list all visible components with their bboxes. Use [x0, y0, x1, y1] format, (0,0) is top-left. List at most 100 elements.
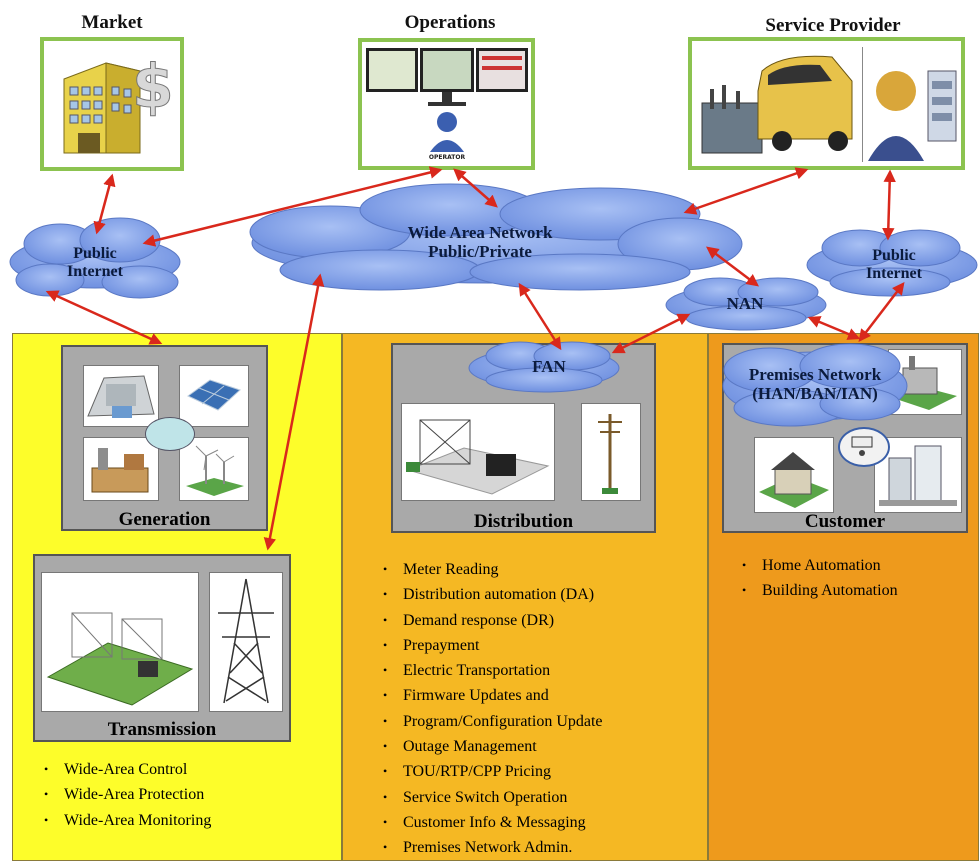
transmission-box: Transmission [33, 554, 291, 742]
bullet-dot: • [383, 637, 388, 652]
arrow-wan-fan [518, 282, 562, 351]
list-item-text: Premises Network Admin. [403, 839, 573, 857]
list-item: • Premises Network Admin. [383, 835, 603, 860]
bullet-dot: • [44, 762, 49, 776]
list-item: • Home Automation [742, 553, 898, 578]
list-item-text: Distribution automation (DA) [403, 586, 595, 604]
list-item-text: Firmware Updates and [403, 687, 549, 705]
arrow-public-internet-generation [45, 290, 163, 345]
bullet-dot: • [383, 713, 388, 728]
bullet-dot: • [383, 562, 388, 576]
list-item: • Demand response (DR) [383, 608, 603, 633]
generation-label: Generation [118, 509, 211, 530]
bullet-dot: • [742, 583, 747, 598]
bullet-dot: • [44, 812, 49, 827]
list-item-text: Customer Info & Messaging [403, 813, 586, 831]
bullet-dot: • [44, 787, 49, 802]
premises-network-cloud [722, 343, 908, 427]
substation-icon [41, 572, 199, 712]
arrow-market-public-internet [93, 173, 116, 235]
bullet-dot: • [383, 789, 388, 804]
fan-label: FAN [532, 357, 566, 376]
customer-function-list: • Home Automation • Building Automation [742, 553, 898, 604]
list-item: • Program/Configuration Update [383, 709, 603, 734]
list-item-text: Electric Transportation [403, 662, 551, 680]
arrow-public-internet-operations [142, 166, 443, 247]
list-item-text: Demand response (DR) [403, 611, 555, 629]
generation-box: Generation [61, 345, 268, 531]
list-item: • Electric Transportation [383, 658, 603, 683]
customer-label: Customer [804, 511, 886, 532]
list-item-text: Wide-Area Monitoring [64, 811, 212, 829]
list-item-text: Program/Configuration Update [403, 712, 603, 730]
bullet-dot: • [383, 840, 388, 855]
arrow-wan-transmission [263, 273, 325, 551]
service-provider-image [688, 37, 965, 170]
arrow-operations-wan [453, 168, 498, 208]
utility-pole-icon [581, 403, 641, 501]
bullet-dot: • [383, 739, 388, 754]
market-building-icon: $ [63, 52, 174, 154]
market-image: $ [40, 37, 184, 171]
svg-text:$: $ [132, 52, 174, 122]
bullet-dot: • [383, 814, 388, 829]
smart-meter-icon [838, 427, 890, 467]
transmission-function-list: •Wide-Area Control•Wide-Area Protection•… [44, 757, 211, 833]
bullet-dot: • [383, 688, 388, 703]
generation-hub-ellipse [145, 417, 195, 451]
list-item: • Wide-Area Monitoring [44, 808, 211, 833]
list-item: • Service Switch Operation [383, 785, 603, 810]
bullet-dot: • [383, 764, 388, 779]
house-icon [754, 437, 834, 513]
list-item-text: Wide-Area Protection [64, 786, 205, 804]
list-item: • Building Automation [742, 578, 898, 603]
list-item: • Outage Management [383, 734, 603, 759]
list-item: • Meter Reading [383, 557, 603, 582]
list-item: • Distribution automation (DA) [383, 582, 603, 607]
list-item: •Wide-Area Control [44, 757, 211, 782]
arrow-fan-nan [611, 313, 691, 354]
transmission-label: Transmission [107, 719, 217, 740]
bullet-dot: • [742, 558, 747, 572]
list-item: • TOU/RTP/CPP Pricing [383, 759, 603, 784]
list-item-text: Outage Management [403, 738, 537, 756]
arrow-service-provider-public-internet [882, 169, 896, 241]
arrow-wan-service-provider [683, 167, 809, 215]
operations-image: OPERATOR [358, 38, 535, 170]
transmission-tower-icon [209, 572, 283, 712]
premises-network-label: Premises Network(HAN/BAN/IAN) [748, 365, 882, 403]
bullet-dot: • [383, 663, 388, 678]
list-item-text: Service Switch Operation [403, 788, 568, 806]
arrow-nan-premises [807, 316, 861, 340]
service-provider-label: Service Provider [765, 15, 901, 36]
list-item-text: Building Automation [762, 582, 898, 600]
list-item-text: TOU/RTP/CPP Pricing [403, 763, 551, 781]
public-internet-right-cloud [806, 229, 978, 297]
hydro-plant-icon [83, 365, 159, 427]
operator-caption: OPERATOR [428, 154, 466, 161]
list-item: • Customer Info & Messaging [383, 810, 603, 835]
list-item-text: Prepayment [403, 636, 480, 654]
bullet-dot: • [383, 587, 388, 602]
list-item-text: Home Automation [762, 557, 881, 574]
nan-cloud [665, 277, 827, 331]
commercial-building-icon [874, 437, 962, 513]
list-item: • Prepayment [383, 633, 603, 658]
service-vehicle-icon [701, 47, 957, 162]
distribution-substation-icon [401, 403, 555, 501]
wind-turbine-icon [179, 437, 249, 501]
operator-console-icon [366, 48, 528, 152]
list-item: • Firmware Updates and [383, 683, 603, 708]
bullet-dot: • [383, 612, 388, 627]
list-item: • Wide-Area Protection [44, 782, 211, 807]
list-item-text: Meter Reading [403, 561, 499, 578]
power-plant-icon [83, 437, 159, 501]
solar-panel-icon [179, 365, 249, 427]
market-label: Market [81, 12, 143, 33]
nan-label: NAN [726, 294, 764, 313]
arrow-public-internet-premises [858, 282, 905, 342]
